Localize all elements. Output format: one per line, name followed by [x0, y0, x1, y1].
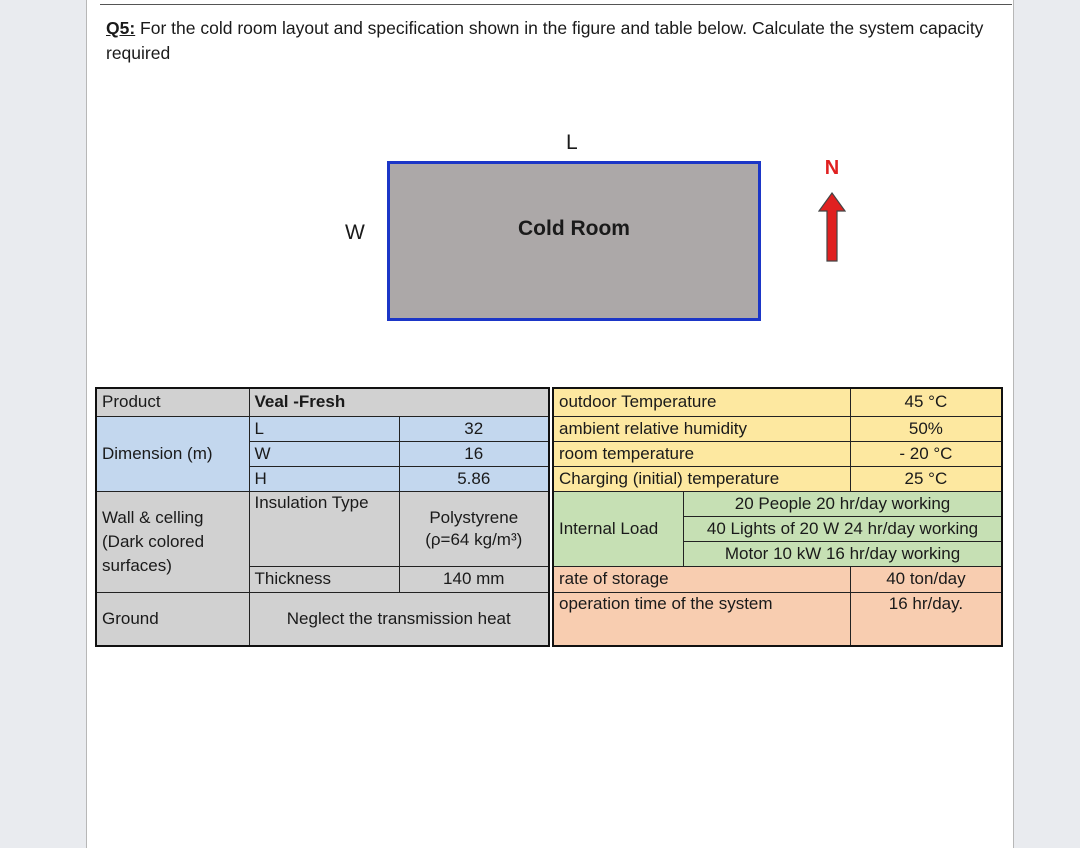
operation-time-label: operation time of the system: [552, 591, 851, 647]
north-arrow-icon: [818, 191, 846, 262]
question-body: For the cold room layout and specificati…: [106, 18, 984, 63]
insulation-value: Polystyrene (ρ=64 kg/m³): [398, 490, 550, 567]
operation-time-value: 16 hr/day.: [849, 591, 1003, 647]
product-value: Veal -Fresh: [248, 387, 550, 417]
condition-value-charging-temp: 25 °C: [849, 465, 1003, 492]
question-number: Q5:: [106, 18, 136, 38]
ground-value: Neglect the transmission heat: [248, 591, 550, 647]
internal-load-label: Internal Load: [552, 490, 685, 567]
condition-value-humidity: 50%: [849, 415, 1003, 442]
condition-label-room-temp: room temperature: [552, 440, 851, 467]
condition-label-humidity: ambient relative humidity: [552, 415, 851, 442]
wall-ceiling-label: Wall & celling (Dark colored surfaces): [95, 490, 250, 593]
condition-value-outdoor-temp: 45 °C: [849, 387, 1003, 417]
north-indicator: N: [817, 157, 847, 267]
dimension-label: Dimension (m): [95, 415, 250, 492]
insulation-density: (ρ=64 kg/m³): [425, 529, 523, 549]
dimension-value-w: 16: [398, 440, 550, 467]
dimension-value-h: 5.86: [398, 465, 550, 492]
internal-load-motor: Motor 10 kW 16 hr/day working: [683, 540, 1003, 567]
ground-label: Ground: [95, 591, 250, 647]
dimension-key-h: H: [248, 465, 400, 492]
north-letter: N: [824, 157, 840, 179]
dimension-key-w: W: [248, 440, 400, 467]
page-top-rule: [100, 4, 1012, 5]
question-text: Q5: For the cold room layout and specifi…: [106, 16, 1006, 66]
insulation-material: Polystyrene: [429, 507, 519, 527]
dimension-value-l: 32: [398, 415, 550, 442]
thickness-value: 140 mm: [398, 565, 550, 593]
width-label: W: [345, 221, 365, 244]
thickness-label: Thickness: [248, 565, 400, 593]
room-spec-table: Product Veal -Fresh Dimension (m) L 32 W…: [95, 387, 550, 647]
storage-rate-label: rate of storage: [552, 565, 851, 593]
length-label: L: [566, 131, 578, 154]
dimension-key-l: L: [248, 415, 400, 442]
internal-load-lights: 40 Lights of 20 W 24 hr/day working: [683, 515, 1003, 542]
product-label: Product: [95, 387, 250, 417]
condition-label-outdoor-temp: outdoor Temperature: [552, 387, 851, 417]
cold-room-label: Cold Room: [518, 217, 630, 240]
insulation-type-label: Insulation Type: [248, 490, 400, 567]
condition-value-room-temp: - 20 °C: [849, 440, 1003, 467]
specification-tables: Product Veal -Fresh Dimension (m) L 32 W…: [95, 387, 1005, 649]
condition-label-charging-temp: Charging (initial) temperature: [552, 465, 851, 492]
storage-rate-value: 40 ton/day: [849, 565, 1003, 593]
internal-load-people: 20 People 20 hr/day working: [683, 490, 1003, 517]
conditions-table: outdoor Temperature 45 °C ambient relati…: [552, 387, 1003, 647]
cold-room-rectangle: Cold Room: [387, 161, 761, 321]
